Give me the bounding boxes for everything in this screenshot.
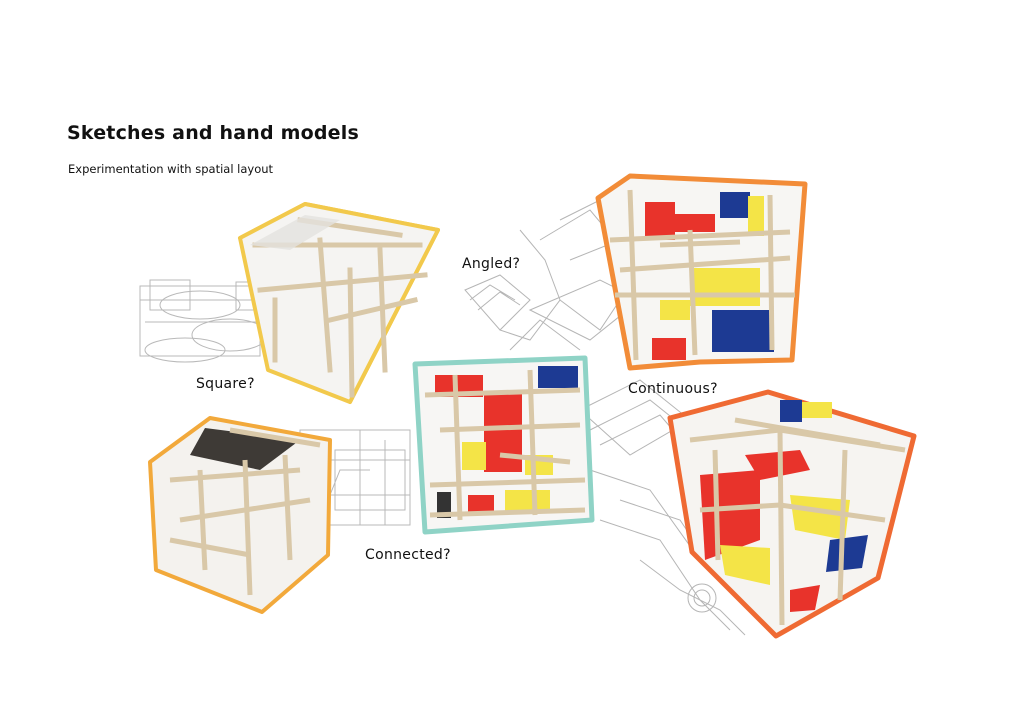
pencil-sketch-angled [464,199,641,351]
label-square: Square? [196,376,255,392]
model-angled [148,416,332,614]
page-title: Sketches and hand models [67,122,359,144]
label-continuous: Continuous? [628,381,718,397]
label-angled: Angled? [462,256,521,272]
page-subtitle: Experimentation with spatial layout [68,162,274,176]
model-square [238,202,440,404]
label-connected: Connected? [365,547,451,563]
model-continuous [595,173,808,371]
model-connected [412,355,595,535]
model-cube-right [667,389,917,639]
